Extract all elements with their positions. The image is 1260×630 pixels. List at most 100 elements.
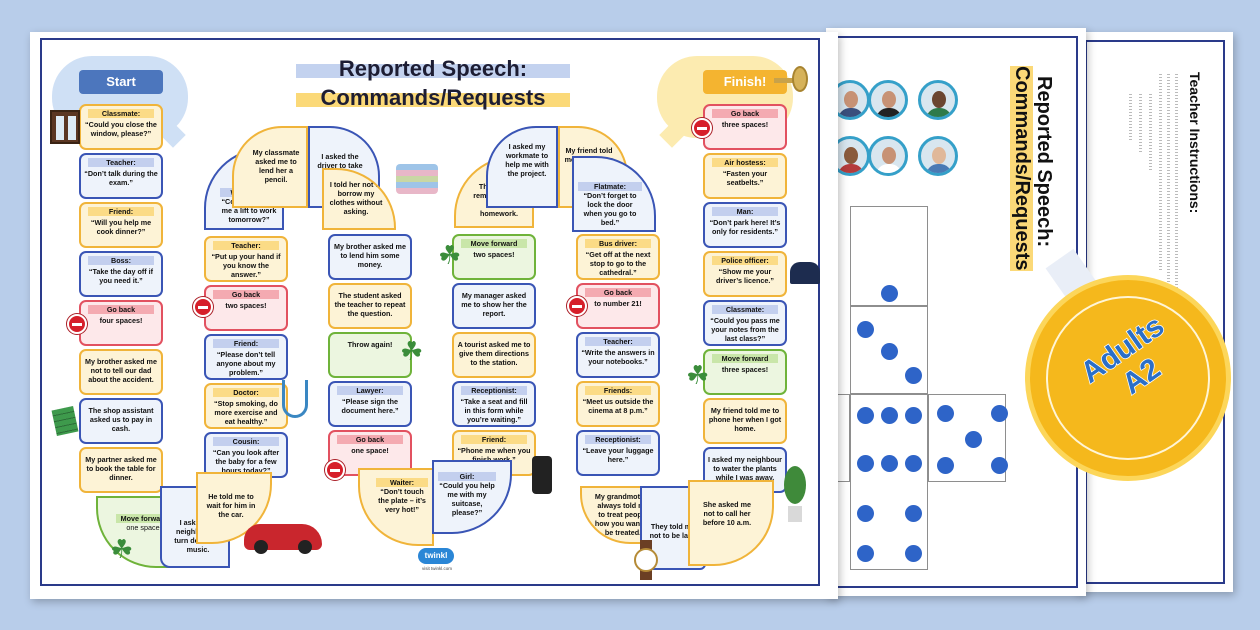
square-text: “Could you pass me your notes from the l… — [710, 316, 780, 343]
board-border — [40, 38, 820, 586]
square-label: Friend: — [88, 207, 154, 216]
square-label: Bus driver: — [585, 239, 651, 248]
square-label: Friend: — [213, 339, 279, 348]
board-square: Classmate: “Could you pass me your notes … — [703, 300, 787, 346]
square-label: Friends: — [585, 386, 651, 395]
square-label: Receptionist: — [585, 435, 651, 444]
square-text: “Will you help me cook dinner?” — [90, 218, 152, 236]
board-square: Police officer:“Show me your driver’s li… — [703, 251, 787, 297]
square-text: “Leave your luggage here.” — [582, 446, 654, 464]
board-square: My partner asked me to book the table fo… — [79, 447, 163, 493]
avatar — [918, 80, 958, 120]
twinkl-logo: twinkl — [418, 548, 454, 564]
car-icon — [244, 524, 322, 554]
square-text: “Phone me when you finish work.” — [457, 446, 531, 464]
watch-icon — [632, 540, 660, 580]
board-square: Boss:“Take the day off if you need it.” — [79, 251, 163, 297]
board-square: A tourist asked me to give them directio… — [452, 332, 536, 378]
square-label: Lawyer: — [337, 386, 403, 395]
clover-icon: ☘ — [400, 336, 424, 366]
finish-label: Finish! — [703, 70, 787, 94]
square-label: Doctor: — [213, 388, 279, 397]
text-line — [1149, 92, 1152, 172]
square-text: The student asked the teacher to repeat … — [334, 291, 406, 318]
square-label: Man: — [712, 207, 778, 216]
text-line — [1129, 92, 1132, 142]
dice-face-6 — [850, 394, 928, 570]
dice-page: Reported Speech: Commands/Requests — [826, 28, 1086, 596]
avatar — [868, 80, 908, 120]
square-text: to number 21! — [594, 299, 642, 308]
square-text: “Show me your driver’s licence.” — [716, 267, 774, 285]
dice-face-1 — [850, 206, 928, 306]
square-text: “Please sign the document here.” — [341, 397, 399, 415]
square-text: “Stop smoking, do more exercise and eat … — [214, 399, 278, 426]
board-square: My manager asked me to show her the repo… — [452, 283, 536, 329]
teacher-instructions-title: Teacher Instructions: — [1187, 72, 1203, 214]
square-text: My friend told me to phone her when I go… — [708, 406, 782, 433]
square-text: “Take a seat and fill in this form while… — [460, 397, 528, 424]
board-square: Friend: “Will you help me cook dinner?” — [79, 202, 163, 248]
board-square: The shop assistant asked us to pay in ca… — [79, 398, 163, 444]
square-text: “Put up your hand if you know the answer… — [211, 252, 281, 279]
board-square: Man: “Don’t park here! It’s only for resi… — [703, 202, 787, 248]
board-square: Receptionist:“Take a seat and fill in th… — [452, 381, 536, 427]
stop-icon — [193, 297, 213, 317]
board-square: My friend told me to phone her when I go… — [703, 398, 787, 444]
square-text: My brother asked me to lend him some mon… — [334, 242, 406, 269]
board-square: My brother asked me not to tell our dad … — [79, 349, 163, 395]
site-text: visit twinkl.com — [421, 566, 452, 571]
board-square: The student asked the teacher to repeat … — [328, 283, 412, 329]
board-square: My brother asked me to lend him some mon… — [328, 234, 412, 280]
stop-icon — [325, 460, 345, 480]
board-square: Classmate: “Could you close the window, p… — [79, 104, 163, 150]
square-text: three spaces! — [721, 120, 769, 129]
window-icon — [50, 110, 80, 144]
board-square: Throw again! — [328, 332, 412, 378]
wedge-girl: Girl:“Could you help me with my suitcase… — [432, 460, 512, 534]
square-text: The shop assistant asked us to pay in ca… — [88, 406, 154, 433]
square-label: Teacher: — [88, 158, 154, 167]
board-square: Friend: “Please don’t tell anyone about m… — [204, 334, 288, 380]
text-line — [1159, 72, 1162, 272]
clover-icon: ☘ — [686, 360, 710, 390]
square-label: Classmate: — [88, 109, 154, 118]
board-square: Bus driver: “Get off at the next stop to … — [576, 234, 660, 280]
square-label: Teacher: — [213, 241, 279, 250]
square-text: “Could you close the window, please?” — [85, 120, 157, 138]
square-text: “Please don’t tell anyone about my probl… — [216, 350, 276, 377]
square-text: “Write the answers in your notebooks.” — [581, 348, 655, 366]
square-label: Classmate: — [712, 305, 778, 314]
square-label: Boss: — [88, 256, 154, 265]
dice-face-5 — [928, 394, 1008, 482]
square-text: two spaces! — [473, 250, 515, 259]
square-text: Throw again! — [347, 340, 393, 349]
square-label: Move forward — [461, 239, 527, 248]
square-label: Go back — [712, 109, 778, 118]
start-label: Start — [79, 70, 163, 94]
dice-face-3 — [850, 306, 928, 394]
board-square: Move forward two spaces! — [452, 234, 536, 280]
board-square: Receptionist: “Leave your luggage here.” — [576, 430, 660, 476]
square-text: “Can you look after the baby for a few h… — [212, 448, 280, 475]
stethoscope-icon — [282, 380, 308, 418]
board-square: Air hostess:“Fasten your seatbelts.” — [703, 153, 787, 199]
text-line — [1175, 72, 1178, 292]
square-text: “Get off at the next stop to go to the c… — [585, 250, 651, 277]
square-text: one space! — [351, 446, 389, 455]
board-square: Teacher:“Don’t talk during the exam.” — [79, 153, 163, 199]
trumpet-icon — [774, 64, 810, 94]
square-text: My manager asked me to show her the repo… — [461, 291, 527, 318]
clover-icon: ☘ — [110, 534, 134, 564]
square-text: “Don’t park here! It’s only for resident… — [709, 218, 781, 236]
clover-icon: ☘ — [438, 240, 462, 270]
avatar — [918, 136, 958, 176]
plant-icon — [782, 466, 808, 526]
square-label: Air hostess: — [712, 158, 778, 167]
phone-icon — [532, 456, 552, 494]
